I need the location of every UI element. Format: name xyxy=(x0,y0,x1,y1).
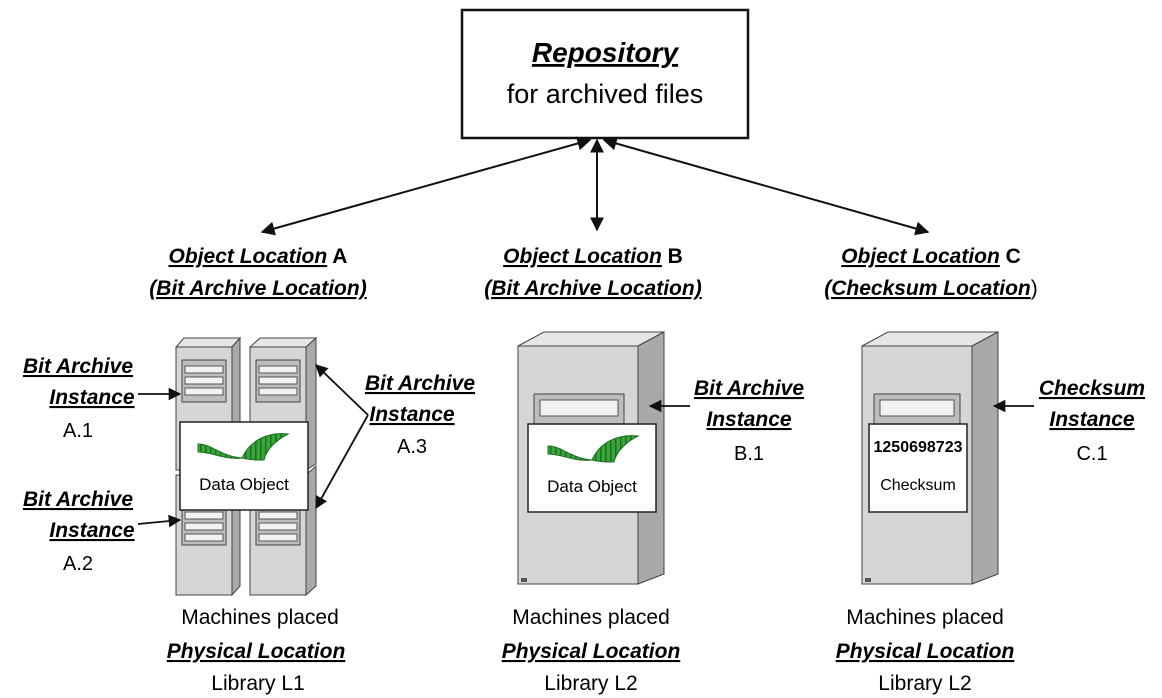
svg-text:Library L2: Library L2 xyxy=(878,672,971,695)
repository-subtitle: for archived files xyxy=(507,79,704,109)
pointer-a2 xyxy=(137,514,182,528)
svg-text:Checksum: Checksum xyxy=(1039,377,1145,400)
checksum-label: Checksum xyxy=(880,477,956,494)
location-heading-b: Object Location B (Bit Archive Location) xyxy=(484,245,701,300)
svg-text:Object Location C: Object Location C xyxy=(841,245,1021,268)
checksum-value: 1250698723 xyxy=(874,439,963,456)
svg-text:Bit Archive: Bit Archive xyxy=(365,372,475,395)
svg-text:B.1: B.1 xyxy=(734,443,764,465)
svg-text:C.1: C.1 xyxy=(1076,443,1107,465)
svg-text:Bit Archive: Bit Archive xyxy=(23,355,133,378)
svg-text:(Bit Archive Location): (Bit Archive Location) xyxy=(149,277,366,300)
svg-text:Bit Archive: Bit Archive xyxy=(694,377,804,400)
location-heading-c: Object Location C (Checksum Location) xyxy=(824,245,1038,300)
svg-text:Physical Location: Physical Location xyxy=(502,640,681,663)
repository-title: Repository xyxy=(532,37,680,68)
location-heading-a: Object Location A (Bit Archive Location) xyxy=(149,245,366,300)
physical-location-a: Machines placed Physical Location Librar… xyxy=(167,606,346,695)
svg-text:Bit Archive: Bit Archive xyxy=(23,488,133,511)
server-group-c: 1250698723 Checksum xyxy=(861,331,999,585)
svg-text:Machines placed: Machines placed xyxy=(846,606,1004,629)
repository-connectors xyxy=(260,136,930,236)
pointer-a3-top xyxy=(315,364,369,416)
svg-text:Instance: Instance xyxy=(706,408,792,431)
server-group-a: Data Object xyxy=(174,336,318,597)
instance-label-a2: Bit Archive Instance A.2 xyxy=(23,488,135,575)
svg-text:Object Location B: Object Location B xyxy=(503,245,683,268)
svg-text:Library L2: Library L2 xyxy=(544,672,637,695)
instance-label-a3: Bit Archive Instance A.3 xyxy=(365,372,475,458)
checksum-card: 1250698723 Checksum xyxy=(868,423,968,513)
server-group-b: Data Object xyxy=(517,331,665,585)
data-object-card-b: Data Object xyxy=(527,423,657,513)
data-object-label: Data Object xyxy=(199,475,289,494)
svg-text:Instance: Instance xyxy=(49,519,135,542)
pointer-a3-bottom xyxy=(315,414,369,510)
connector-a xyxy=(260,136,592,236)
svg-text:(Checksum Location): (Checksum Location) xyxy=(824,277,1038,300)
svg-text:Machines placed: Machines placed xyxy=(512,606,670,629)
data-object-label: Data Object xyxy=(547,477,637,496)
svg-text:A.3: A.3 xyxy=(397,436,427,458)
data-object-logo-icon xyxy=(547,435,640,463)
data-object-card-a: Data Object xyxy=(179,421,309,511)
svg-text:(Bit Archive Location): (Bit Archive Location) xyxy=(484,277,701,300)
data-object-logo-icon xyxy=(197,433,290,461)
svg-text:A.2: A.2 xyxy=(63,553,93,575)
repository-box: Repository for archived files xyxy=(460,8,750,140)
connector-c xyxy=(602,136,930,236)
svg-text:Physical Location: Physical Location xyxy=(836,640,1015,663)
physical-location-c: Machines placed Physical Location Librar… xyxy=(836,606,1015,695)
instance-pointers xyxy=(137,364,1034,528)
svg-text:A.1: A.1 xyxy=(63,420,93,442)
svg-text:Instance: Instance xyxy=(369,403,455,426)
svg-text:Machines placed: Machines placed xyxy=(181,606,339,629)
instance-label-a1: Bit Archive Instance A.1 xyxy=(23,355,135,442)
instance-label-b1: Bit Archive Instance B.1 xyxy=(694,377,804,465)
svg-text:Instance: Instance xyxy=(49,386,135,409)
svg-text:Object Location A: Object Location A xyxy=(169,245,348,268)
svg-text:Physical Location: Physical Location xyxy=(167,640,346,663)
svg-text:Library L1: Library L1 xyxy=(211,672,304,695)
svg-text:Instance: Instance xyxy=(1049,408,1135,431)
instance-label-c1: Checksum Instance C.1 xyxy=(1039,377,1145,465)
physical-location-b: Machines placed Physical Location Librar… xyxy=(502,606,681,695)
